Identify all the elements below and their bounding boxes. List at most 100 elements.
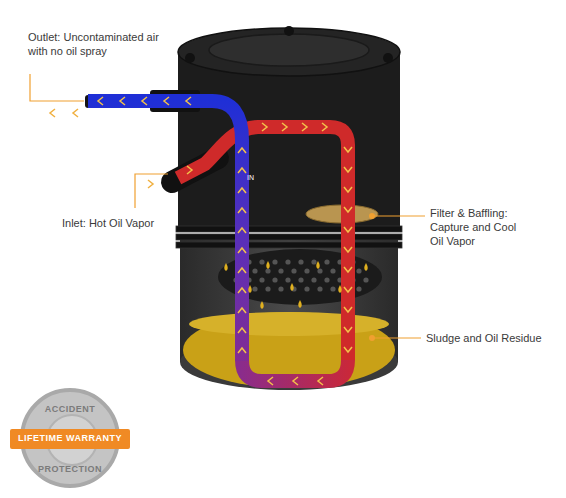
flow-chevron (322, 123, 327, 131)
clean-air-flow (88, 101, 242, 361)
lid-bolt (383, 53, 393, 63)
oil-drop (290, 283, 294, 291)
warranty-badge: ACCIDENTPROTECTIONLIFETIME WARRANTY (20, 388, 120, 488)
hot-vapor-flow (178, 127, 348, 360)
baffle-hole (259, 277, 264, 282)
flow-chevron (344, 247, 352, 252)
flow-chevron (344, 187, 352, 192)
ribbon-text: LIFETIME WARRANTY (10, 433, 130, 443)
oil-drop (298, 300, 302, 308)
baffle-hole (330, 268, 335, 273)
can-thread (176, 234, 402, 240)
baffle-hole (356, 286, 361, 291)
flow-chevron (344, 267, 352, 272)
oil-drop (248, 285, 252, 293)
flow-chevron (187, 166, 192, 174)
flow-chevron (120, 97, 125, 105)
lid-bolt (284, 26, 294, 36)
oil-drop (224, 263, 228, 271)
flow-chevrons (98, 97, 352, 385)
flow-chevron (73, 109, 78, 117)
flow-chevron (344, 287, 352, 292)
baffle-hole (285, 259, 290, 264)
can-thread (176, 226, 402, 232)
leader-line (30, 74, 84, 101)
baffle-hole (265, 286, 270, 291)
flow-chevron (293, 377, 298, 385)
baffle-hole (311, 277, 316, 282)
badge-text: PROTECTION (24, 464, 116, 474)
flow-chevron (344, 227, 352, 232)
baffle-hole (324, 277, 329, 282)
flow-chevron (238, 348, 246, 353)
baffle-hole (252, 268, 257, 273)
flow-chevron (98, 97, 103, 105)
oil-residue (183, 312, 395, 388)
flow-chevron (186, 97, 191, 105)
flow-chevron (302, 123, 307, 131)
lid-cap (209, 34, 369, 66)
leader-line (372, 215, 425, 216)
baffle-hole (298, 259, 303, 264)
flow-chevron (238, 228, 246, 233)
flow-chevron (238, 168, 246, 173)
baffle-hole (317, 286, 322, 291)
leader-line (135, 174, 168, 208)
flow-chevron (238, 308, 246, 313)
leader-dot (369, 213, 375, 219)
baffle-hole (317, 268, 322, 273)
lid-bolt (185, 53, 195, 63)
flow-chevron (344, 307, 352, 312)
baffle-hole (265, 268, 270, 273)
warranty-ribbon: LIFETIME WARRANTY (10, 429, 130, 449)
flow-chevron (344, 347, 352, 352)
oil-drop (260, 301, 264, 309)
baffle-hole (330, 286, 335, 291)
flow-chevron (238, 328, 246, 333)
callout-text: Inlet: Hot Oil Vapor (62, 216, 212, 230)
baffle-hole (311, 259, 316, 264)
oil-drop (266, 261, 270, 269)
can-thread (176, 242, 402, 248)
flow-chevron (268, 377, 273, 385)
can-upper-body (178, 52, 400, 230)
oil-drops (224, 261, 368, 309)
oil-surface (189, 312, 389, 336)
flow-chevron (142, 97, 147, 105)
flow-chevron (238, 268, 246, 273)
flow-chevron (148, 180, 153, 188)
baffle-hole (304, 286, 309, 291)
flow-chevron (238, 188, 246, 193)
baffle-hole (363, 277, 368, 282)
baffle-hole (278, 268, 283, 273)
oil-drop (338, 285, 342, 293)
baffle-hole (356, 268, 361, 273)
baffle-hole (285, 277, 290, 282)
flow-chevron (344, 147, 352, 152)
leader-dot (369, 335, 375, 341)
flow-chevron (282, 123, 287, 131)
flow-chevron (344, 207, 352, 212)
baffle-hole (252, 286, 257, 291)
baffle-hole (324, 259, 329, 264)
oil-drop (364, 263, 368, 271)
cooling-flow (242, 360, 348, 381)
callout-text: Sludge and Oil Residue (426, 331, 561, 345)
flow-chevron (50, 109, 55, 117)
baffle-hole (259, 259, 264, 264)
badge-text: ACCIDENT (24, 404, 116, 414)
flow-chevron (262, 123, 267, 131)
flow-chevron (318, 377, 323, 385)
baffle-hole (291, 268, 296, 273)
flow-chevron (238, 288, 246, 293)
baffle-hole (298, 277, 303, 282)
flow-chevron (164, 97, 169, 105)
leader-line (372, 337, 421, 338)
flow-chevron (344, 327, 352, 332)
port-marking: IN (247, 173, 267, 182)
baffle-hole (272, 259, 277, 264)
flow-chevron (238, 208, 246, 213)
callout-text: Outlet: Uncontaminated air with no oil s… (28, 30, 178, 58)
baffle-hole (304, 268, 309, 273)
flow-chevron (344, 167, 352, 172)
